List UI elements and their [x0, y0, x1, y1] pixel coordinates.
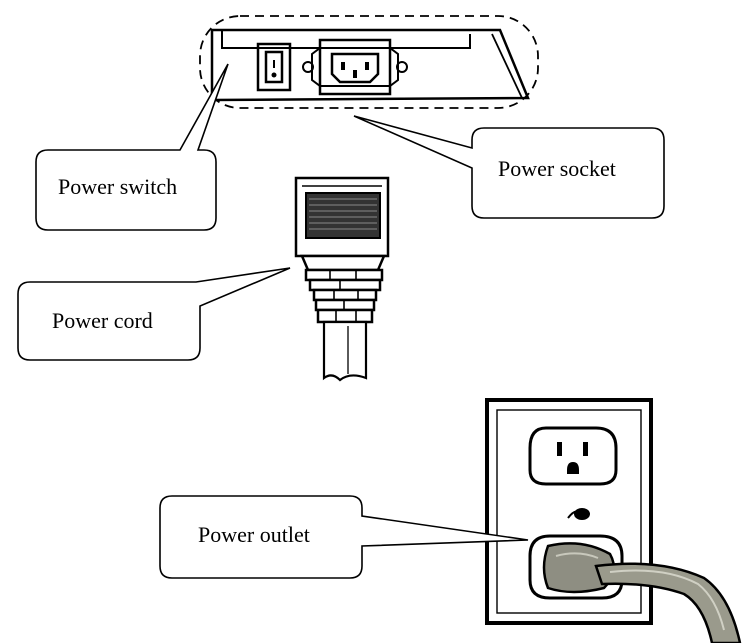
- center-screw: [567, 508, 590, 520]
- device-rear-panel: [199, 15, 539, 109]
- switch-indicator: [271, 72, 277, 78]
- outlet-cord: [594, 562, 742, 643]
- plug-grip-grille: [305, 192, 381, 239]
- switch-frame: [256, 42, 292, 92]
- callout-power-socket: Power socket: [353, 115, 665, 219]
- callout-power-switch: Power switch: [35, 63, 229, 231]
- callout-bubble: [159, 495, 529, 579]
- rocker-switch: [256, 42, 292, 92]
- socket-pin-center: [353, 70, 357, 78]
- socket-pin-left: [341, 62, 345, 70]
- outlet-cord-shine: [609, 569, 725, 631]
- callout-bubble: [35, 63, 229, 231]
- highlight-dashed-outline: [199, 15, 539, 109]
- callout-power-outlet: Power outlet: [159, 495, 529, 579]
- socket-flange: [311, 47, 399, 87]
- callout-bubble: [353, 115, 665, 219]
- receptacle-slot-left: [557, 442, 562, 456]
- grille-lines: [309, 198, 377, 230]
- plug-highlight: [555, 552, 599, 559]
- socket-pin-right: [365, 62, 369, 70]
- plug-neck: [300, 254, 386, 272]
- callout-label: Power socket: [498, 156, 616, 181]
- receptacle-ground-hole: [567, 462, 579, 474]
- wall-outlet: [485, 398, 742, 643]
- callout-label: Power switch: [58, 174, 177, 199]
- socket-screw-right: [396, 61, 408, 73]
- upper-receptacle: [528, 426, 618, 486]
- socket-body: [318, 38, 392, 96]
- callout-power-cord: Power cord: [17, 267, 291, 361]
- callout-label: Power outlet: [198, 522, 310, 547]
- receptacle-slot-right: [583, 442, 588, 456]
- lower-receptacle-with-plug: [528, 534, 742, 643]
- panel-housing: [210, 28, 530, 102]
- cord-segment: [322, 320, 368, 382]
- strain-relief: [304, 268, 384, 324]
- panel-bevel-line: [491, 33, 523, 99]
- socket-opening: [330, 52, 380, 84]
- switch-rocker: [264, 50, 284, 84]
- socket-screw-left: [302, 61, 314, 73]
- callout-label: Power cord: [52, 308, 153, 333]
- callout-bubble: [17, 267, 291, 361]
- iec-socket: [302, 38, 408, 96]
- receptacle-face: [528, 426, 618, 486]
- power-cord-plug: [294, 176, 390, 382]
